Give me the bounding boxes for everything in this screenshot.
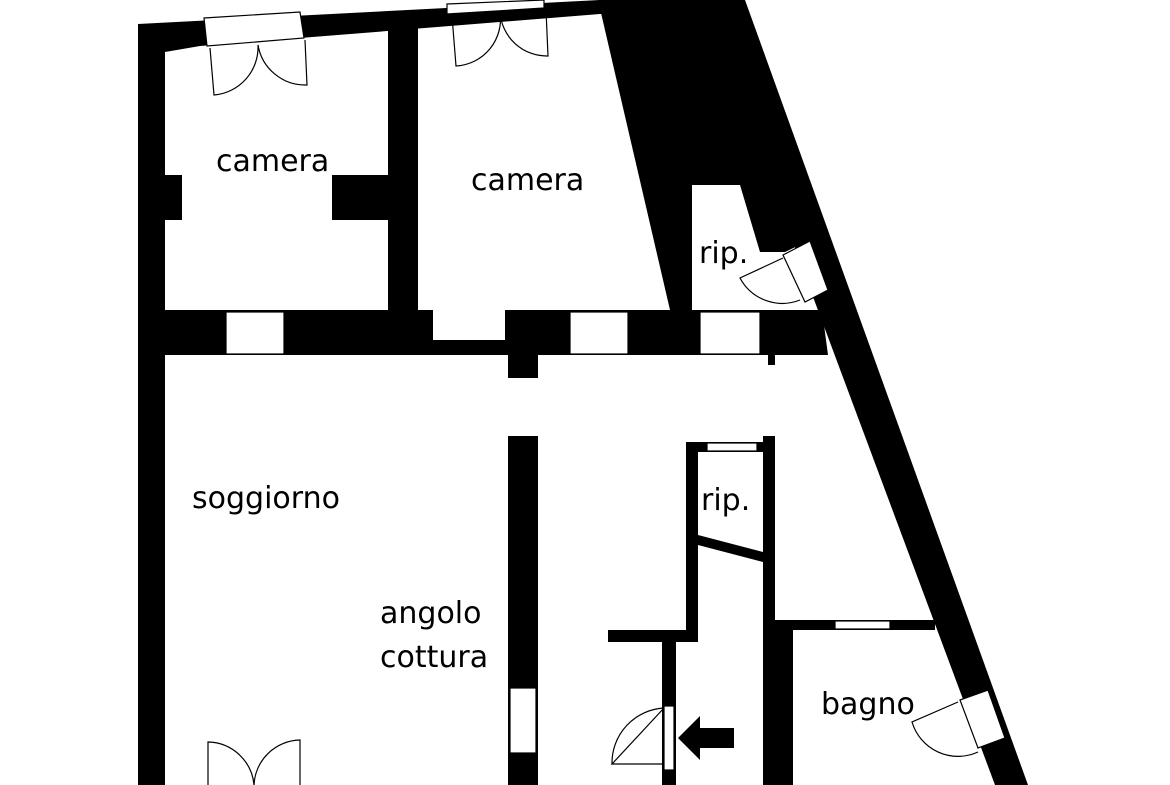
label-camera-right: camera — [471, 163, 584, 198]
door-swing-icon — [911, 701, 979, 757]
window-icon — [706, 442, 758, 452]
door-swing-icon — [739, 257, 801, 304]
doors — [207, 9, 979, 785]
wall-camera-divider — [388, 14, 418, 314]
wall-middle — [138, 310, 828, 378]
wall-left — [138, 24, 165, 785]
window-icon — [782, 240, 829, 303]
door-swing-icon — [207, 739, 301, 785]
window-icon — [959, 689, 1006, 749]
door-swing-icon — [209, 39, 308, 96]
wall-rip-right — [763, 436, 775, 785]
walls — [138, 0, 1028, 785]
wall-rip-left — [686, 442, 698, 642]
window-icon — [834, 620, 891, 630]
label-soggiorno: soggiorno — [192, 481, 340, 516]
pilaster-left — [165, 175, 182, 220]
door-swing-icon — [610, 705, 675, 771]
door-swing-icon — [451, 9, 549, 67]
window-icon — [446, 0, 545, 15]
wall-right-slant — [712, 0, 1028, 785]
wall-corridor-h — [608, 630, 698, 642]
pilaster-right — [332, 175, 388, 220]
label-bagno: bagno — [821, 687, 915, 722]
wall-bagno-left — [775, 620, 793, 785]
windows — [203, 0, 1006, 754]
arrow-left-icon — [678, 716, 734, 760]
label-angolo: angolo — [380, 596, 481, 631]
label-cottura: cottura — [380, 640, 488, 675]
label-rip-small: rip. — [701, 483, 750, 518]
window-icon — [203, 11, 305, 47]
wall-rip-bottom — [698, 535, 763, 562]
wall-thick-right — [598, 0, 810, 310]
window-icon — [225, 311, 285, 355]
label-rip-top: rip. — [699, 236, 748, 271]
window-icon — [699, 311, 761, 355]
label-camera-left: camera — [216, 144, 329, 179]
window-icon — [569, 311, 629, 355]
window-icon — [509, 687, 537, 754]
